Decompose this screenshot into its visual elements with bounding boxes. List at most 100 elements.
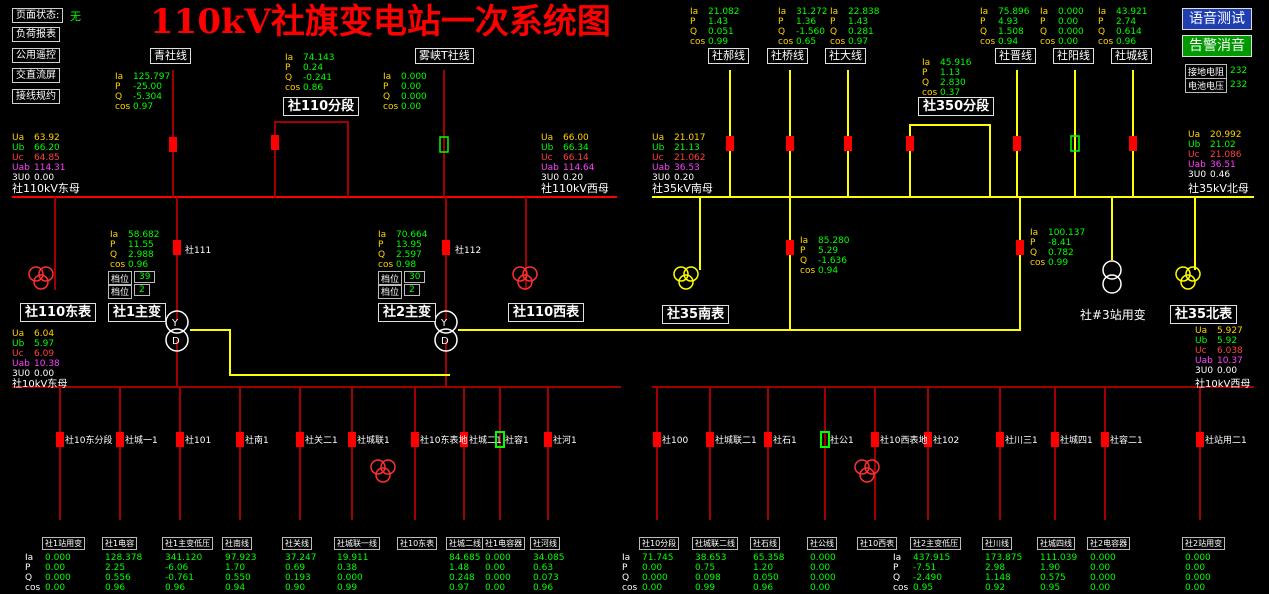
sheda-q-value: 0.281 bbox=[848, 27, 874, 37]
feeder10-name[interactable]: 社1电容 bbox=[102, 537, 138, 550]
protocol-button[interactable]: 接线规约 bbox=[12, 89, 60, 104]
feeder-sheyang-label[interactable]: 社阳线 bbox=[1053, 48, 1094, 64]
feeder10-name[interactable]: 社城二线 bbox=[446, 537, 484, 550]
pt35-south-label[interactable]: 社35南表 bbox=[662, 305, 730, 324]
feeder10-name[interactable]: 社河线 bbox=[530, 537, 560, 550]
feeder-shecheng-label[interactable]: 社城线 bbox=[1111, 48, 1152, 64]
sec110-p-label: P bbox=[285, 63, 291, 73]
feeder10-breaker bbox=[176, 432, 184, 447]
feeder10-p-label: P bbox=[893, 563, 899, 573]
bus35n-ub-label: Ub bbox=[1188, 140, 1201, 150]
feeder10-q-value: 0.556 bbox=[105, 573, 131, 583]
alarm-mute-button[interactable]: 告警消音 bbox=[1182, 35, 1252, 57]
bus10w-uc-label: Uc bbox=[1195, 346, 1207, 356]
m351-ia-value: 85.280 bbox=[818, 236, 850, 246]
wuxia-p-value: 0.00 bbox=[401, 82, 422, 92]
feeder-sheqiao-label[interactable]: 社桥线 bbox=[767, 48, 808, 64]
feeder10-name[interactable]: 社1电容器 bbox=[482, 537, 526, 550]
sec350-ia-label: Ia bbox=[922, 58, 931, 68]
feeder10-p-value: 1.70 bbox=[225, 563, 246, 573]
feeder10-p-value: 0.00 bbox=[485, 563, 506, 573]
pt110-west-label[interactable]: 社110西表 bbox=[508, 303, 585, 322]
shecheng-q-value: 0.614 bbox=[1116, 27, 1142, 37]
feeder10-q-value: 0.050 bbox=[753, 573, 779, 583]
sheqiao-cos-label: cos bbox=[778, 37, 794, 47]
voice-test-button[interactable]: 语音测试 bbox=[1182, 8, 1252, 30]
feeder10-cos-value: 0.94 bbox=[225, 583, 246, 593]
m351-p-value: 5.29 bbox=[818, 246, 839, 256]
pt35-north-label[interactable]: 社35北表 bbox=[1170, 305, 1238, 324]
feeder10-ia-value: 0.000 bbox=[485, 553, 511, 563]
sheyang-q-label: Q bbox=[1040, 27, 1048, 37]
feeder10-ia-value: 0.000 bbox=[45, 553, 71, 563]
remote-control-button[interactable]: 公用遥控 bbox=[12, 48, 60, 63]
feeder10-name[interactable]: 社10东表 bbox=[397, 537, 438, 550]
sheda-cos-value: 0.97 bbox=[848, 37, 869, 47]
bus10e-uab-label: Uab bbox=[12, 359, 30, 369]
feeder10-breaker-label: 社10西表地 bbox=[880, 436, 928, 446]
bus110w-uab-value: 114.64 bbox=[563, 163, 595, 173]
feeder10-name[interactable]: 社城联一线 bbox=[334, 537, 380, 550]
bus10w-ub-value: 5.92 bbox=[1217, 336, 1238, 346]
feeder10-name[interactable]: 社南线 bbox=[222, 537, 252, 550]
tf1-gear-value: 2 bbox=[134, 284, 150, 296]
feeder10-breaker bbox=[236, 432, 244, 447]
sec350-label[interactable]: 社350分段 bbox=[918, 97, 995, 116]
bus10w-ub-label: Ub bbox=[1195, 336, 1208, 346]
shejin-cos-value: 0.94 bbox=[998, 37, 1019, 47]
m352-ia-value: 100.137 bbox=[1048, 228, 1086, 238]
qingshe-cos-value: 0.97 bbox=[133, 102, 154, 112]
feeder10-cos-value: 0.00 bbox=[1185, 583, 1206, 593]
bus35s-u0-value: 0.20 bbox=[674, 173, 695, 183]
tf2-tap-value: 30 bbox=[404, 271, 426, 283]
sheda-p-value: 1.43 bbox=[848, 17, 869, 27]
feeder10-name[interactable]: 社城联二线 bbox=[692, 537, 738, 550]
shecheng-ia-value: 43.921 bbox=[1116, 7, 1148, 17]
sec110-label[interactable]: 社110分段 bbox=[283, 97, 360, 116]
pt110-east-label[interactable]: 社110东表 bbox=[20, 303, 97, 322]
feeder10-name[interactable]: 社1主变低压 bbox=[162, 537, 214, 550]
load-report-button[interactable]: 负荷报表 bbox=[12, 27, 60, 42]
feeder10-name[interactable]: 社城四线 bbox=[1037, 537, 1075, 550]
feeder10-name[interactable]: 社石线 bbox=[750, 537, 780, 550]
tf2-hv-label: 社112 bbox=[455, 246, 482, 256]
tf1-label[interactable]: 社1主变 bbox=[108, 303, 167, 322]
feeder10-name[interactable]: 社2站用变 bbox=[1182, 537, 1226, 550]
feeder10-p-label: P bbox=[25, 563, 31, 573]
shecheng-p-value: 2.74 bbox=[1116, 17, 1137, 27]
acdc-panel-button[interactable]: 交直流屏 bbox=[12, 68, 60, 83]
breaker-112 bbox=[442, 240, 450, 255]
feeder10-name[interactable]: 社10分段 bbox=[639, 537, 680, 550]
feeder-shehao-label[interactable]: 社郝线 bbox=[708, 48, 749, 64]
feeder10-p-value: 0.63 bbox=[533, 563, 554, 573]
tf1-gear-label: 档位 bbox=[108, 284, 133, 299]
feeder-qingshe-label[interactable]: 青社线 bbox=[150, 48, 191, 64]
bus10e-u0-label: 3U0 bbox=[12, 369, 31, 379]
bus10e-ub-value: 5.97 bbox=[34, 339, 55, 349]
feeder-wuxia-label[interactable]: 雾峡T社线 bbox=[415, 48, 474, 64]
feeder10-breaker bbox=[1196, 432, 1204, 447]
shejin-q-label: Q bbox=[980, 27, 988, 37]
bus10w-uc-value: 6.038 bbox=[1217, 346, 1243, 356]
feeder10-breaker-label: 社城二1 bbox=[469, 436, 502, 446]
feeder-sheda-label[interactable]: 社大线 bbox=[825, 48, 866, 64]
station-tf3-label[interactable]: 社#3站用变 bbox=[1080, 308, 1146, 322]
tf1-tap-label: 档位 bbox=[108, 271, 133, 286]
feeder10-name[interactable]: 社1站用变 bbox=[42, 537, 86, 550]
sec110-cos-value: 0.86 bbox=[303, 83, 324, 93]
feeder10-ia-value: 437.915 bbox=[913, 553, 951, 563]
bus35n-uc-value: 21.086 bbox=[1210, 150, 1242, 160]
tf2-label[interactable]: 社2主变 bbox=[378, 303, 437, 322]
feeder10-p-value: 0.00 bbox=[810, 563, 831, 573]
feeder10-name[interactable]: 社10西表 bbox=[857, 537, 898, 550]
feeder-shejin-label[interactable]: 社晋线 bbox=[995, 48, 1036, 64]
feeder10-name[interactable]: 社2主变低压 bbox=[910, 537, 962, 550]
feeder10-name[interactable]: 社关线 bbox=[282, 537, 312, 550]
feeder10-name[interactable]: 社2电容器 bbox=[1087, 537, 1131, 550]
feeder10-q-value: 0.000 bbox=[337, 573, 363, 583]
feeder10-name[interactable]: 社公线 bbox=[807, 537, 837, 550]
feeder10-ia-value: 173.875 bbox=[985, 553, 1023, 563]
feeder10-p-value: 0.00 bbox=[1090, 563, 1111, 573]
feeder10-name[interactable]: 社川线 bbox=[982, 537, 1012, 550]
bus10e-u0-value: 0.00 bbox=[34, 369, 55, 379]
